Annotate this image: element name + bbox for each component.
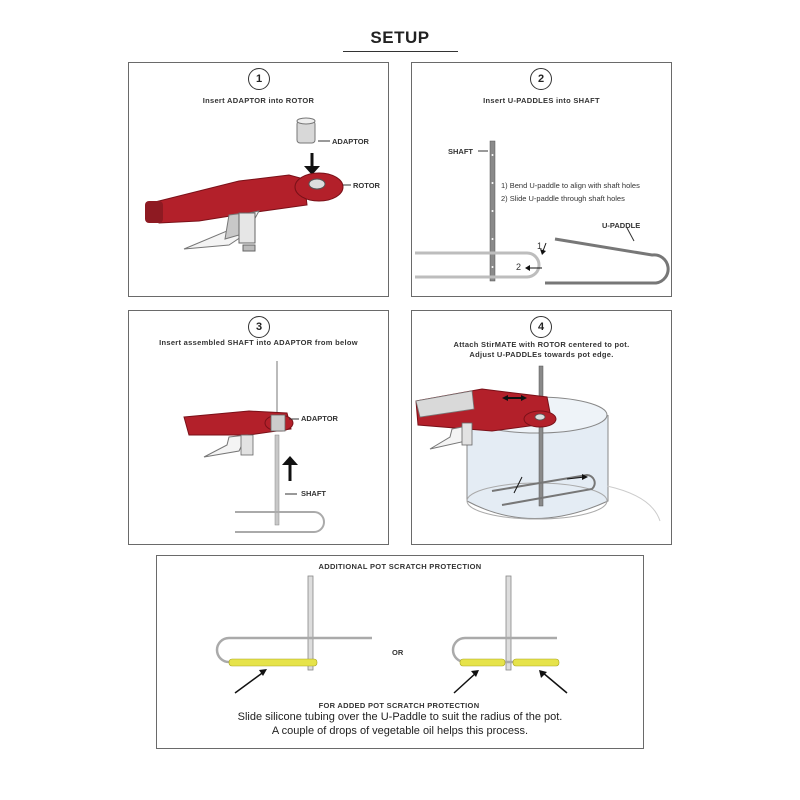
adaptor-label: ADAPTOR (332, 137, 369, 146)
instruction-line-1: Slide silicone tubing over the U-Paddle … (237, 711, 563, 723)
pot-attachment-illustration (415, 365, 661, 522)
scratch-protection-panel: ADDITIONAL POT SCRATCH PROTECTION OR (156, 555, 644, 749)
title-underline (343, 51, 458, 52)
or-separator: OR (392, 648, 404, 657)
scratch-protection-subheading: FOR ADDED POT SCRATCH PROTECTION (318, 701, 480, 710)
step-4-caption-line-1: Attach StirMATE with ROTOR centered to p… (453, 340, 630, 349)
rotor-adaptor-illustration (145, 117, 351, 252)
step-4-caption-line-2: Adjust U-PADDLEs towards pot edge. (469, 350, 614, 359)
adaptor-label: ADAPTOR (301, 414, 338, 423)
shaft-insert-illustration (183, 361, 325, 533)
step-4-number: 4 (530, 316, 552, 338)
instruction-step-2: 2) Slide U-paddle through shaft holes (501, 194, 625, 203)
instruction-line-2: A couple of drops of vegetable oil helps… (271, 725, 529, 737)
u-paddle-label: U-PADDLE (602, 221, 641, 230)
step-1-caption: Insert ADAPTOR into ROTOR (202, 96, 315, 105)
shaft-label: SHAFT (448, 147, 473, 156)
shaft-paddle-illustration (415, 140, 670, 285)
step-2-number: 2 (530, 68, 552, 90)
step-1-number: 1 (248, 68, 270, 90)
step-3-number: 3 (248, 316, 270, 338)
step-3-caption: Insert assembled SHAFT into ADAPTOR from… (159, 338, 358, 347)
rotor-label: ROTOR (353, 181, 380, 190)
marker-2: 2 (516, 262, 522, 272)
marker-1: 1 (537, 241, 543, 251)
step-2-panel: 2 Insert U-PADDLES into SHAFT SHAFT 1) B… (411, 62, 672, 297)
step-3-panel: 3 Insert assembled SHAFT into ADAPTOR fr… (128, 310, 389, 545)
step-2-caption: Insert U-PADDLES into SHAFT (483, 96, 600, 105)
scratch-protection-heading: ADDITIONAL POT SCRATCH PROTECTION (318, 562, 482, 571)
shaft-label: SHAFT (301, 489, 326, 498)
page-title: SETUP (370, 28, 430, 47)
instruction-step-1: 1) Bend U-paddle to align with shaft hol… (501, 181, 640, 190)
step-4-panel: 4 Attach StirMATE with ROTOR centered to… (411, 310, 672, 545)
silicone-tubing-illustration (215, 575, 568, 694)
step-1-panel: 1 Insert ADAPTOR into ROTOR ADAPTOR ROTO… (128, 62, 389, 297)
